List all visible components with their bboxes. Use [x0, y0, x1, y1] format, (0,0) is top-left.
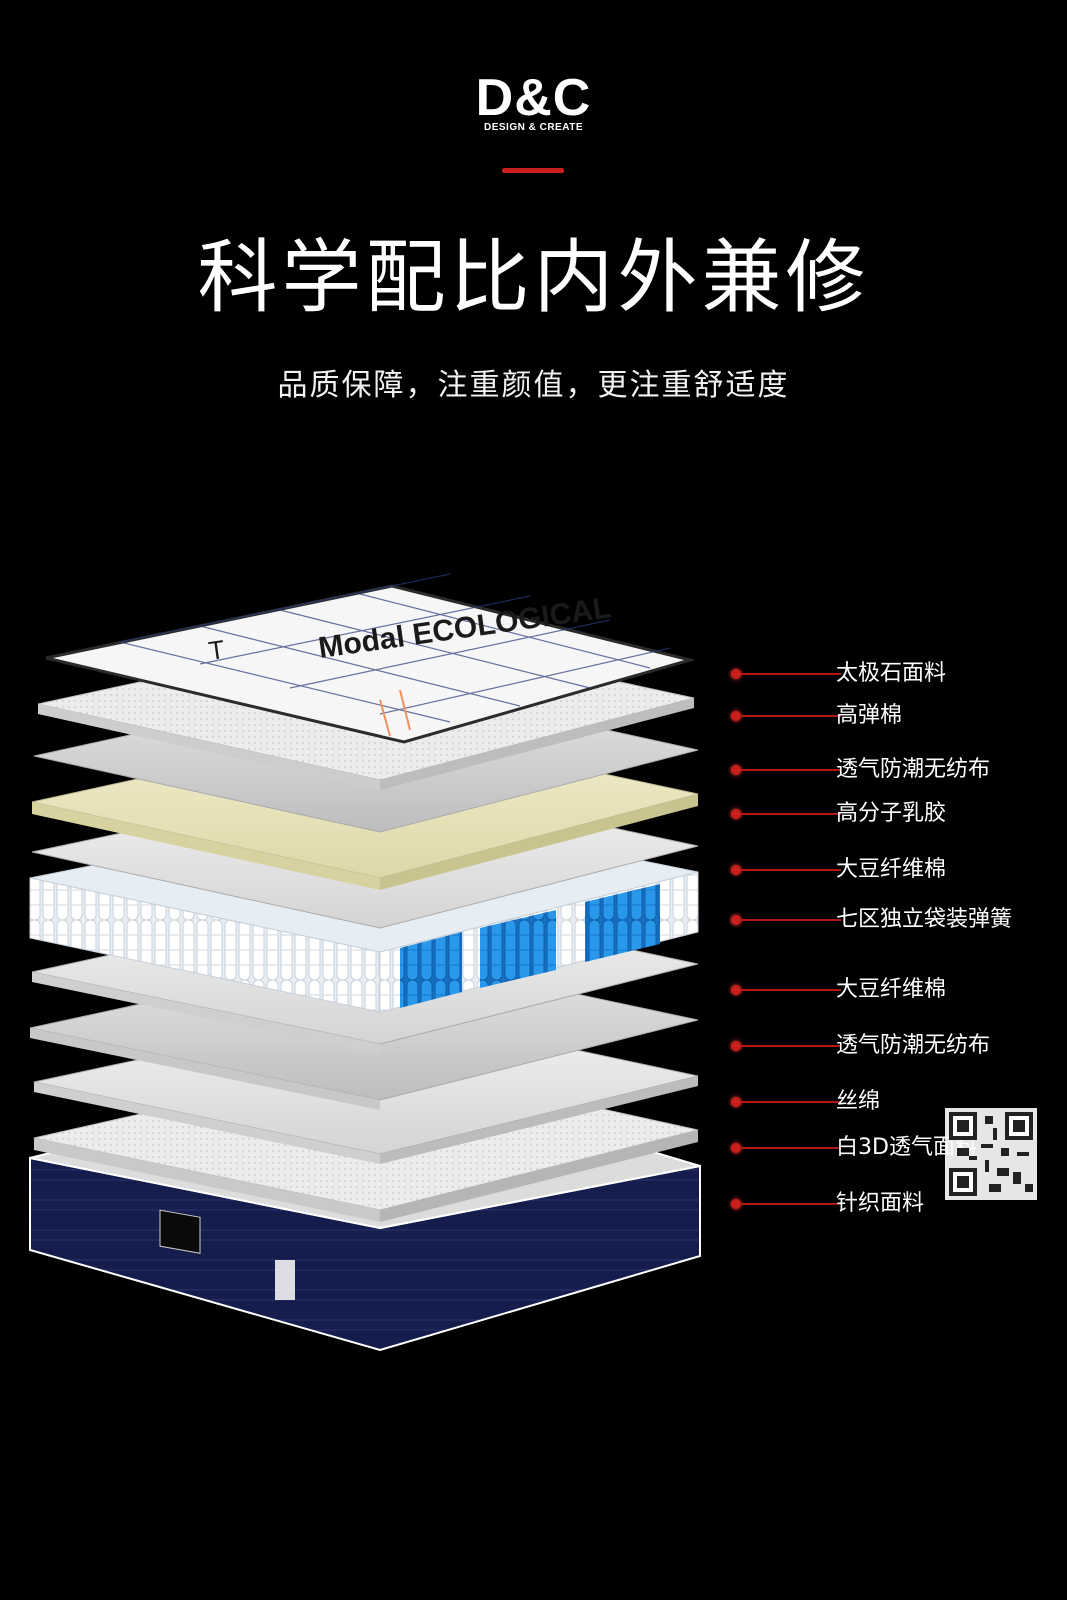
brand-logo: D&C DESIGN & CREATE	[0, 70, 1067, 133]
callout-label: 七区独立袋装弹簧	[836, 907, 1013, 932]
callout-label: 高分子乳胶	[836, 801, 947, 826]
callout-label: 太极石面料	[836, 661, 947, 686]
callout-latex: 高分子乳胶	[731, 800, 1061, 830]
callout-label: 针织面料	[836, 1191, 925, 1216]
page-headline: 科学配比内外兼修	[197, 231, 870, 324]
callout-nonwoven-bottom: 透气防潮无纺布	[731, 1032, 1061, 1062]
callout-label: 丝绵	[836, 1089, 881, 1114]
callout-taiji-fabric: 太极石面料	[731, 660, 1061, 690]
callout-nonwoven-top: 透气防潮无纺布	[731, 756, 1061, 786]
callout-soy-fiber-bottom: 大豆纤维棉	[731, 976, 1061, 1006]
callout-label: 高弹棉	[836, 703, 903, 728]
callout-pocket-springs: 七区独立袋装弹簧	[731, 906, 1061, 936]
callout-label: 透气防潮无纺布	[836, 757, 991, 782]
callout-soy-fiber-top: 大豆纤维棉	[731, 856, 1061, 886]
callout-elastic-cotton: 高弹棉	[731, 702, 1061, 732]
callout-label: 大豆纤维棉	[836, 977, 947, 1002]
callout-label: 大豆纤维棉	[836, 857, 947, 882]
qr-code-icon[interactable]	[945, 1108, 1037, 1200]
mattress-exploded-illustration: T Modal ECOLOGICAL	[29, 573, 701, 1352]
page-subheadline: 品质保障，注重颜值，更注重舒适度	[277, 368, 790, 403]
logo-wordmark: D&C	[475, 69, 592, 127]
accent-divider	[502, 168, 564, 173]
logo-tagline: DESIGN & CREATE	[484, 122, 583, 133]
top-fabric-logo: T	[207, 634, 227, 666]
callout-label: 透气防潮无纺布	[836, 1033, 991, 1058]
layer-top-fabric: T Modal ECOLOGICAL	[45, 573, 696, 744]
